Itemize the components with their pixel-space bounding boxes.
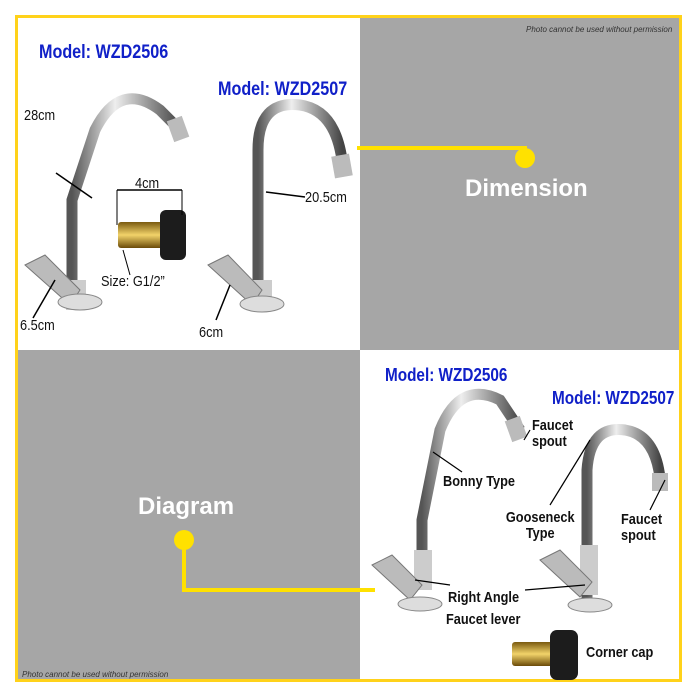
dimension-title: Dimension bbox=[465, 175, 588, 202]
height-label-a: 28cm bbox=[24, 107, 56, 124]
connector-size-label: Size: G1/2” bbox=[101, 273, 165, 290]
diagram-faucet-wzd2506-image bbox=[371, 388, 528, 612]
right-angle-label: Right Angle bbox=[448, 589, 520, 606]
corner-cap-label: Corner cap bbox=[586, 644, 654, 661]
dimension-connector-line bbox=[357, 146, 527, 155]
faucet-spout-label-a: Faucet spout bbox=[532, 417, 574, 450]
gooseneck-type-label: Gooseneck Type bbox=[505, 509, 575, 542]
corner-cap-image bbox=[512, 630, 578, 680]
height-label-b: 20.5cm bbox=[305, 189, 347, 206]
faucet-lever-label: Faucet lever bbox=[446, 611, 521, 628]
diagram-model-label-wzd2506: Model: WZD2506 bbox=[385, 365, 508, 385]
faucet-wzd2507-image bbox=[207, 99, 353, 313]
faucet-spout-label-b: Faucet spout bbox=[621, 511, 663, 544]
diagram-dot bbox=[174, 530, 194, 550]
dimension-dot bbox=[515, 148, 535, 168]
yellow-frame bbox=[15, 15, 682, 682]
bonny-type-label: Bonny Type bbox=[443, 473, 516, 490]
watermark-bottom: Photo cannot be used without permission bbox=[22, 670, 169, 679]
connector-image bbox=[116, 189, 186, 276]
dimension-panel bbox=[360, 18, 682, 350]
diagram-panel bbox=[15, 350, 360, 682]
model-label-wzd2506: Model: WZD2506 bbox=[39, 42, 169, 63]
base-label-b: 6cm bbox=[199, 324, 224, 341]
connector-width-label: 4cm bbox=[135, 175, 160, 192]
diagram-leader-lines bbox=[414, 429, 666, 591]
dimension-arrows bbox=[32, 172, 306, 321]
diagram-faucet-wzd2507-image bbox=[539, 424, 668, 613]
diagram-model-label-wzd2507: Model: WZD2507 bbox=[552, 388, 675, 408]
model-label-wzd2507: Model: WZD2507 bbox=[218, 79, 348, 100]
faucet-wzd2506-image bbox=[24, 93, 190, 311]
diagram-connector-line bbox=[182, 543, 375, 592]
diagram-title: Diagram bbox=[138, 493, 235, 520]
base-label-a: 6.5cm bbox=[20, 317, 55, 334]
watermark-top: Photo cannot be used without permission bbox=[526, 25, 673, 34]
